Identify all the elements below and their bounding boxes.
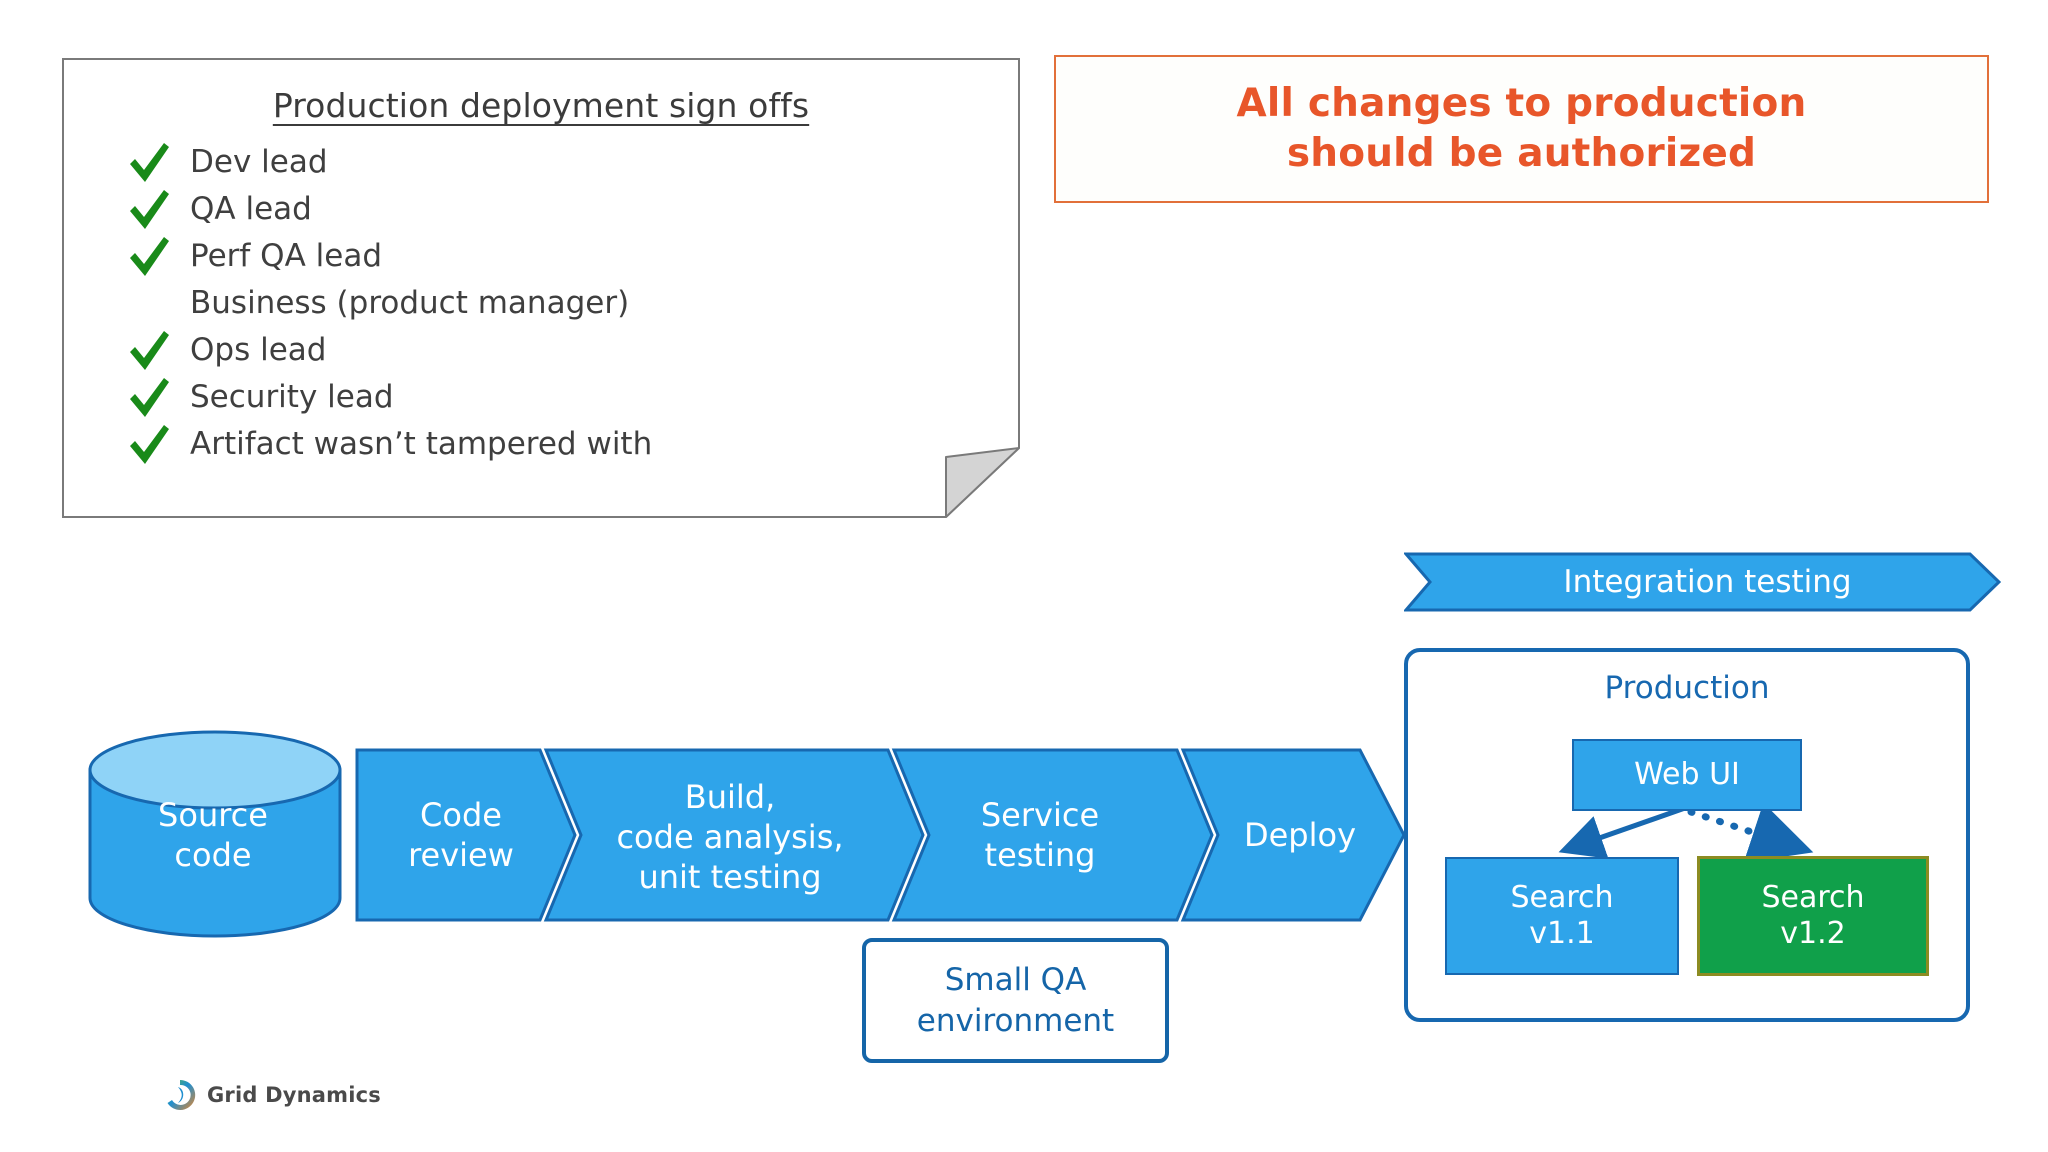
list-item[interactable]: QA lead [90, 186, 992, 233]
check-icon [130, 424, 169, 464]
list-item-label: Artifact wasn’t tampered with [190, 426, 653, 462]
stage-label-source-code[interactable]: Source code [88, 770, 338, 900]
list-item[interactable]: Artifact wasn’t tampered with [90, 421, 992, 468]
stage-line-1: Build, [684, 777, 776, 816]
production-title: Production [1604, 670, 1770, 706]
list-item[interactable]: Dev lead [90, 139, 992, 186]
signoff-note-card: Production deployment sign offs Dev lead… [62, 58, 1020, 518]
node-web-ui[interactable]: Web UI [1572, 739, 1802, 811]
node-line-2: v1.1 [1529, 916, 1595, 951]
integration-banner-label: Integration testing [1563, 564, 1852, 600]
stage-label-deploy[interactable]: Deploy [1175, 770, 1425, 900]
arrow-web-ui-to-search-v12 [1687, 802, 1814, 863]
callout-line-1: All changes to production [1236, 81, 1807, 127]
brand-logo-text: Grid Dynamics [207, 1083, 382, 1107]
callout-line-2: should be authorized [1286, 131, 1757, 176]
node-search-v11[interactable]: Search v1.1 [1445, 857, 1679, 975]
list-item[interactable]: Ops lead [90, 327, 992, 374]
stage-line-1: Code [420, 795, 502, 834]
stage-label-build[interactable]: Build, code analysis, unit testing [560, 752, 900, 922]
callout-text: All changes to production should be auth… [1237, 79, 1807, 178]
stage-line-2: testing [984, 836, 1096, 874]
list-item[interactable]: Security lead [90, 374, 992, 421]
stage-line-2: review [408, 836, 514, 874]
brand-logo: Grid Dynamics [163, 1078, 381, 1112]
check-icon [130, 142, 169, 182]
list-item-label: QA lead [190, 191, 312, 227]
list-item-label: Business (product manager) [190, 285, 630, 321]
list-item-label: Perf QA lead [190, 238, 382, 274]
stage-line-1: Service [980, 795, 1100, 834]
production-environment-box: Production Web UI Search v1.1 Search v1.… [1404, 648, 1970, 1022]
node-search-v12[interactable]: Search v1.2 [1697, 856, 1929, 976]
list-item-label: Security lead [190, 379, 394, 415]
node-line-1: Web UI [1634, 757, 1740, 792]
integration-testing-banner[interactable]: Integration testing [1404, 552, 2001, 612]
check-icon [130, 330, 169, 370]
banner-chevron-shape [1404, 552, 2001, 612]
node-line-1: Search [1761, 880, 1865, 915]
arrow-web-ui-to-search-v11 [1558, 805, 1686, 859]
note-folded-corner-shape [62, 58, 1020, 518]
stage-line-1: Deploy [1243, 815, 1357, 854]
stage-line-2: code [174, 836, 252, 874]
small-qa-line-2: environment [916, 1002, 1115, 1039]
list-item-label: Ops lead [190, 332, 327, 368]
check-icon [130, 189, 169, 229]
list-item[interactable]: Perf QA lead [90, 233, 992, 280]
stage-label-code-review[interactable]: Code review [366, 770, 556, 900]
list-item-label: Dev lead [190, 144, 328, 180]
node-line-2: v1.2 [1780, 916, 1846, 951]
stage-line-2: code analysis, [616, 817, 844, 856]
authorization-callout: All changes to production should be auth… [1054, 55, 1989, 203]
node-line-1: Search [1510, 880, 1614, 915]
small-qa-line-1: Small QA [944, 962, 1087, 999]
stage-label-service-testing[interactable]: Service testing [900, 770, 1180, 900]
note-title: Production deployment sign offs [272, 86, 810, 125]
list-item[interactable]: Business (product manager) [90, 280, 992, 327]
check-icon [130, 236, 169, 276]
signoff-checklist: Dev lead QA lead Perf QA lead Business (… [90, 139, 992, 468]
stage-line-1: Source [158, 795, 268, 834]
stage-line-3: unit testing [638, 858, 822, 897]
check-icon [130, 377, 169, 417]
small-qa-environment-box[interactable]: Small QA environment [862, 938, 1169, 1063]
grid-dynamics-logo-icon [167, 1079, 196, 1110]
